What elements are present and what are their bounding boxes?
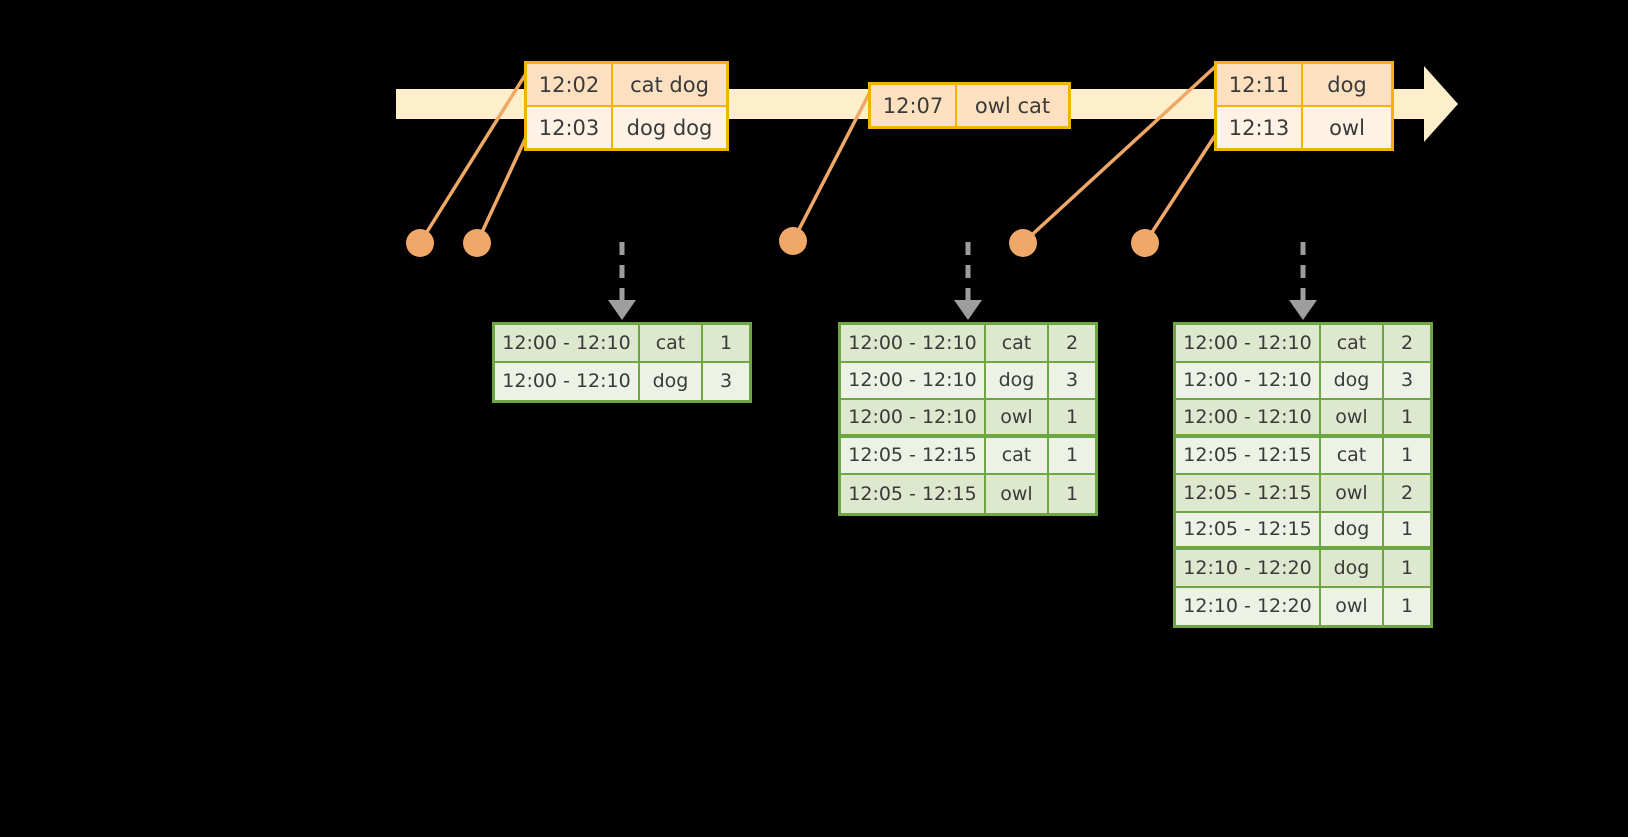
event-time: 12:07 — [871, 85, 957, 126]
emit-arrow-heads — [608, 300, 1317, 320]
event-row[interactable]: 12:11 dog — [1217, 64, 1391, 105]
event-words: cat dog — [630, 72, 709, 97]
event-time: 12:03 — [527, 107, 613, 148]
event-time: 12:13 — [1217, 107, 1303, 148]
cell-count: 1 — [1400, 405, 1414, 428]
cell-count: 1 — [1400, 556, 1414, 579]
event-row[interactable]: 12:07 owl cat — [871, 85, 1068, 126]
cell-window: 12:00 - 12:10 — [1176, 400, 1321, 434]
table-row[interactable]: 12:10 - 12:20 owl 1 — [1176, 587, 1430, 625]
cell-word: cat — [986, 437, 1049, 473]
table-row[interactable]: 12:00 - 12:10 cat 2 — [841, 325, 1095, 363]
cell-count: 3 — [1400, 369, 1414, 392]
cell-count: 1 — [719, 331, 733, 354]
connector-line-2 — [475, 133, 529, 245]
cell-word: cat — [1321, 325, 1384, 361]
event-row[interactable]: 12:02 cat dog — [527, 64, 726, 105]
cell-window: 12:00 - 12:10 — [841, 400, 986, 434]
cell-window: 12:10 - 12:20 — [1176, 550, 1321, 586]
cell-window: 12:00 - 12:10 — [495, 325, 640, 361]
table-row[interactable]: 12:00 - 12:10 dog 3 — [495, 362, 749, 400]
cell-window: 12:10 - 12:20 — [1176, 587, 1321, 625]
event-dot-1 — [406, 229, 434, 257]
connector-line-5 — [1143, 126, 1222, 245]
cell-window: 12:00 - 12:10 — [1176, 325, 1321, 361]
cell-word: dog — [1321, 512, 1384, 546]
event-group-3[interactable]: 12:11 dog 12:13 owl — [1214, 61, 1394, 151]
cell-count: 2 — [1400, 481, 1414, 504]
table-row[interactable]: 12:00 - 12:10 dog 3 — [841, 362, 1095, 400]
event-words: owl — [1329, 115, 1365, 140]
connector-line-1 — [418, 70, 529, 245]
event-group-2[interactable]: 12:07 owl cat — [868, 82, 1071, 129]
cell-window: 12:00 - 12:10 — [495, 362, 640, 400]
cell-window: 12:05 - 12:15 — [841, 475, 986, 513]
event-group-1[interactable]: 12:02 cat dog 12:03 dog dog — [524, 61, 729, 151]
table-row[interactable]: 12:05 - 12:15 dog 1 — [1176, 512, 1430, 550]
event-words: dog — [1327, 72, 1367, 97]
cell-count: 2 — [1400, 331, 1414, 354]
table-row[interactable]: 12:00 - 12:10 owl 1 — [841, 400, 1095, 438]
cell-count: 3 — [719, 370, 733, 393]
cell-count: 3 — [1065, 369, 1079, 392]
cell-count: 1 — [1400, 518, 1414, 541]
table-row[interactable]: 12:00 - 12:10 cat 2 — [1176, 325, 1430, 363]
cell-word: dog — [1321, 550, 1384, 586]
cell-window: 12:05 - 12:15 — [1176, 475, 1321, 511]
cell-window: 12:00 - 12:10 — [841, 362, 986, 398]
event-dot-2 — [463, 229, 491, 257]
table-row[interactable]: 12:00 - 12:10 cat 1 — [495, 325, 749, 363]
result-table-1[interactable]: 12:00 - 12:10 cat 1 12:00 - 12:10 dog 3 — [492, 322, 752, 403]
cell-word: cat — [640, 325, 703, 361]
cell-word: owl — [986, 400, 1049, 434]
table-row[interactable]: 12:05 - 12:15 owl 2 — [1176, 475, 1430, 513]
event-dot-4 — [1009, 229, 1037, 257]
table-row[interactable]: 12:05 - 12:15 cat 1 — [1176, 437, 1430, 475]
cell-window: 12:00 - 12:10 — [841, 325, 986, 361]
emit-arrow-head-1 — [608, 300, 636, 320]
cell-word: dog — [986, 362, 1049, 398]
table-row[interactable]: 12:05 - 12:15 owl 1 — [841, 475, 1095, 513]
event-dot-3 — [779, 227, 807, 255]
table-row[interactable]: 12:05 - 12:15 cat 1 — [841, 437, 1095, 475]
event-words: owl cat — [974, 93, 1051, 118]
cell-count: 2 — [1065, 331, 1079, 354]
cell-word: owl — [1321, 400, 1384, 434]
table-row[interactable]: 12:00 - 12:10 dog 3 — [1176, 362, 1430, 400]
event-row[interactable]: 12:13 owl — [1217, 105, 1391, 148]
event-time: 12:02 — [527, 64, 613, 105]
event-dot-5 — [1131, 229, 1159, 257]
emit-arrow-head-2 — [954, 300, 982, 320]
cell-word: cat — [1321, 437, 1384, 473]
cell-count: 1 — [1400, 595, 1414, 618]
event-dots — [406, 227, 1159, 257]
cell-count: 1 — [1065, 405, 1079, 428]
cell-window: 12:05 - 12:15 — [1176, 512, 1321, 546]
cell-word: dog — [640, 362, 703, 400]
connector-line-3 — [791, 86, 874, 243]
emit-arrow-head-3 — [1289, 300, 1317, 320]
cell-count: 1 — [1065, 482, 1079, 505]
emit-arrows — [619, 242, 1306, 300]
cell-word: dog — [1321, 362, 1384, 398]
cell-window: 12:05 - 12:15 — [1176, 437, 1321, 473]
cell-window: 12:00 - 12:10 — [1176, 362, 1321, 398]
cell-word: owl — [986, 475, 1049, 513]
cell-word: owl — [1321, 587, 1384, 625]
cell-count: 1 — [1065, 444, 1079, 467]
event-words: dog dog — [626, 115, 713, 140]
cell-word: cat — [986, 325, 1049, 361]
cell-count: 1 — [1400, 444, 1414, 467]
event-row[interactable]: 12:03 dog dog — [527, 105, 726, 148]
table-row[interactable]: 12:10 - 12:20 dog 1 — [1176, 550, 1430, 588]
cell-window: 12:05 - 12:15 — [841, 437, 986, 473]
cell-word: owl — [1321, 475, 1384, 511]
event-time: 12:11 — [1217, 64, 1303, 105]
result-table-3[interactable]: 12:00 - 12:10 cat 2 12:00 - 12:10 dog 3 … — [1173, 322, 1433, 628]
result-table-2[interactable]: 12:00 - 12:10 cat 2 12:00 - 12:10 dog 3 … — [838, 322, 1098, 516]
table-row[interactable]: 12:00 - 12:10 owl 1 — [1176, 400, 1430, 438]
